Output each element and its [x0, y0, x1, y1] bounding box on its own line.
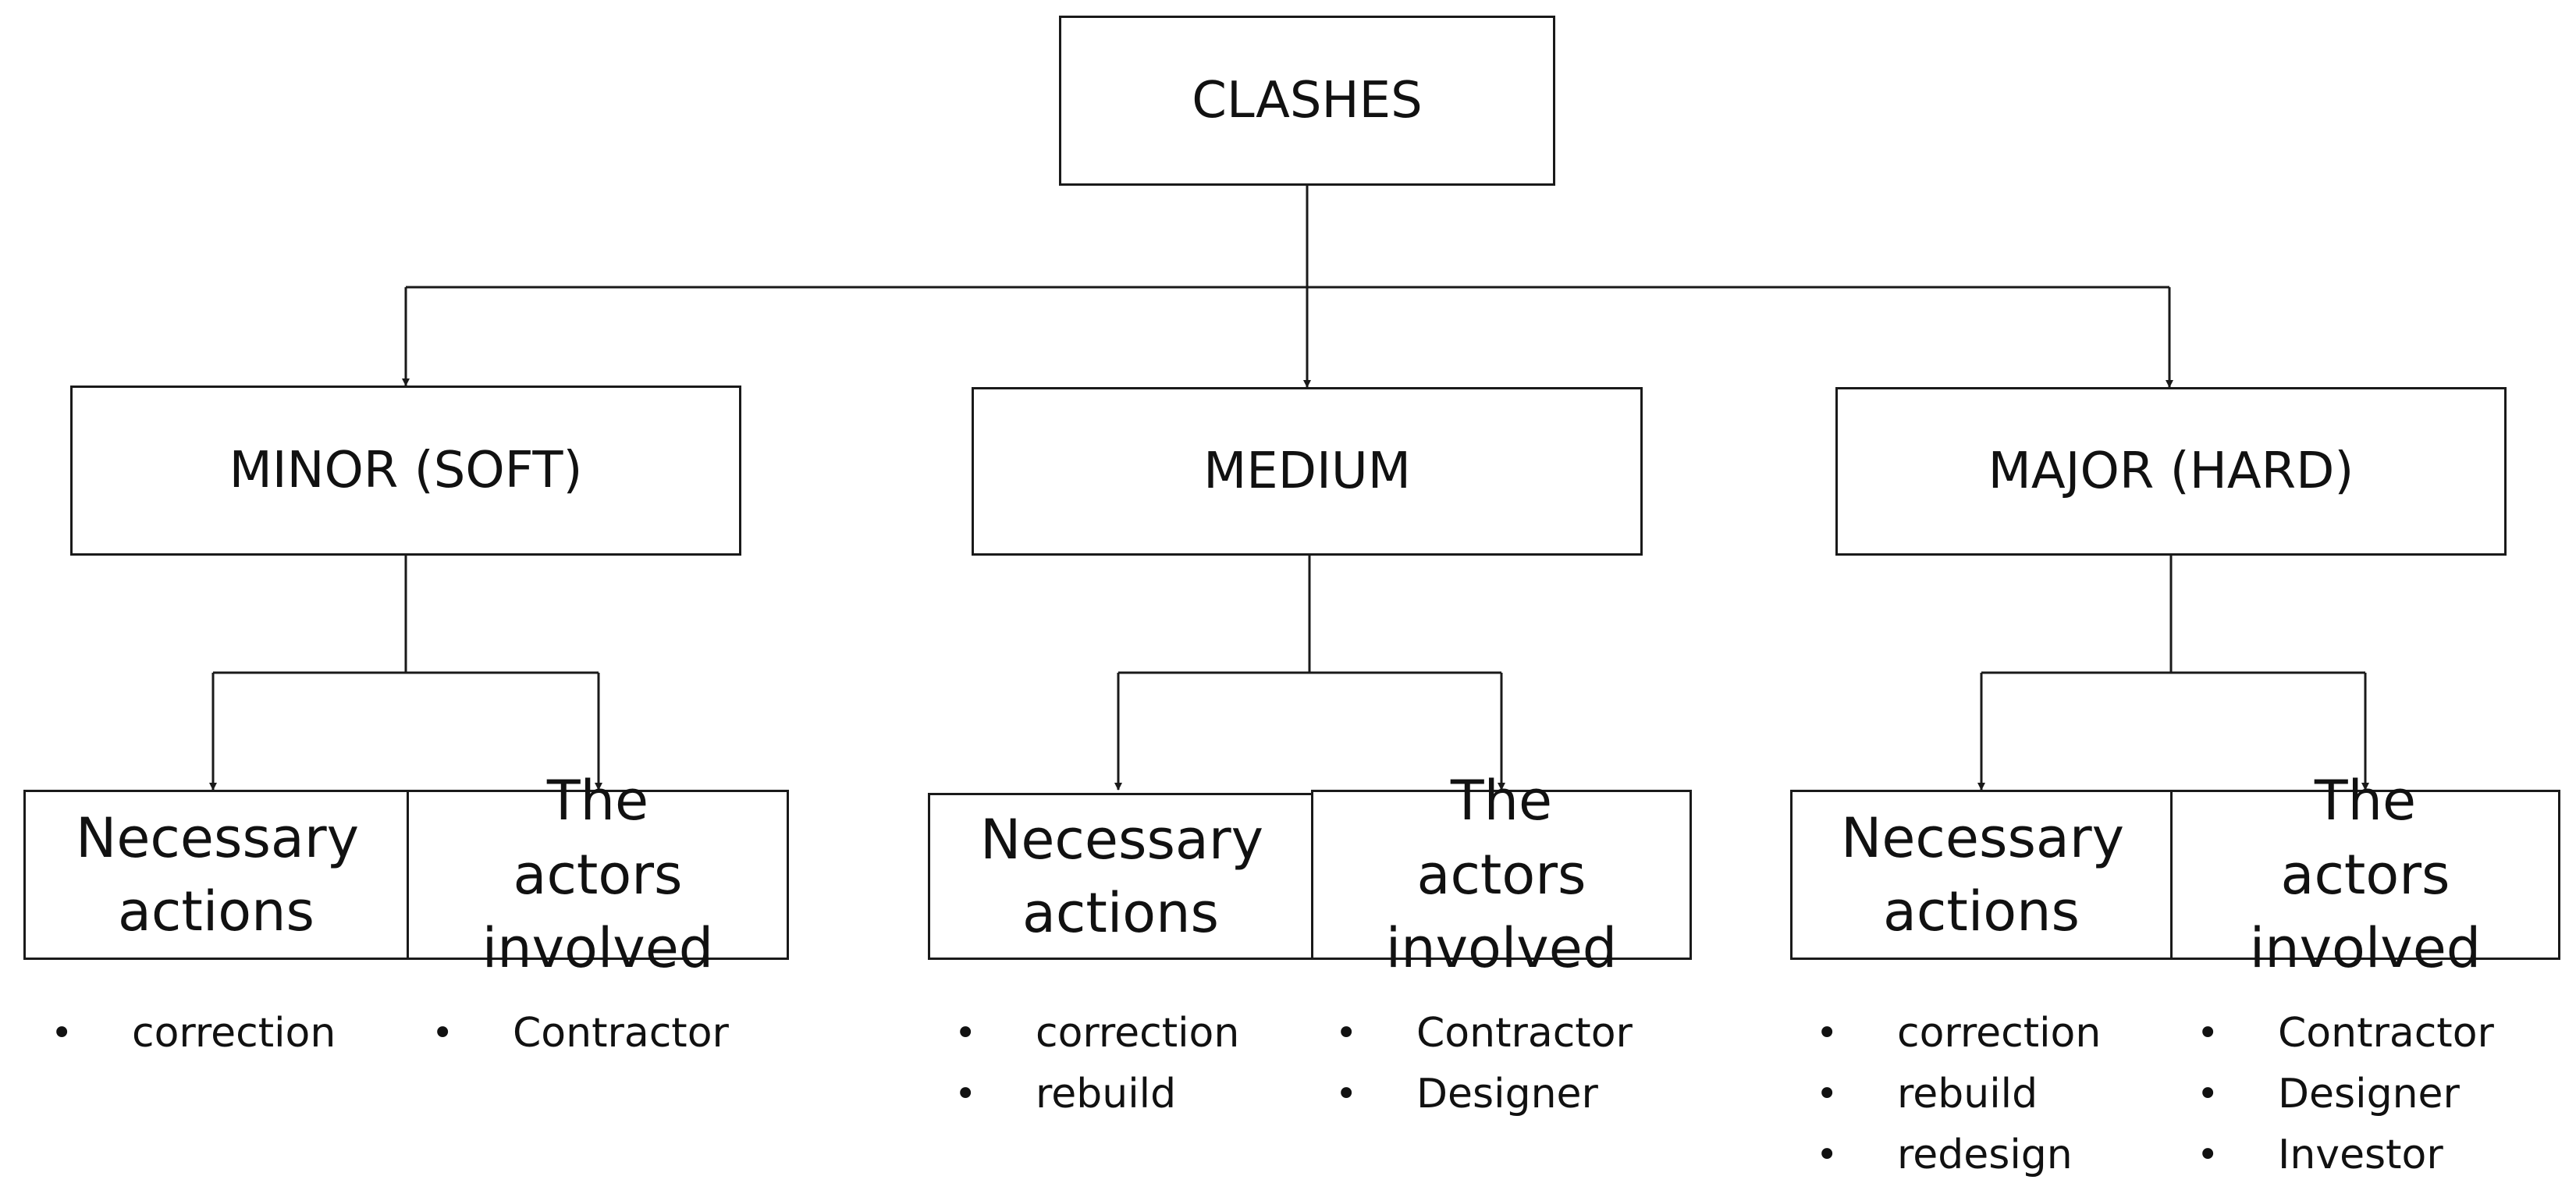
necessary-actions-header: Necessary actions	[980, 807, 1264, 946]
bullet-icon: •	[432, 1011, 454, 1055]
actors-list-minor: •Contractor	[432, 1003, 729, 1064]
bullet-icon: •	[1816, 1072, 1839, 1116]
list-item: •rebuild	[954, 1064, 1239, 1125]
category-label: MEDIUM	[1203, 442, 1411, 500]
actors-header: The actors involved	[1385, 769, 1618, 981]
category-node-minor: MINOR (SOFT)	[70, 386, 741, 556]
actors-list-medium: •Contractor •Designer	[1335, 1003, 1633, 1125]
necessary-actions-box-minor: Necessary actions	[23, 790, 409, 960]
category-label: MAJOR (HARD)	[1988, 442, 2354, 500]
list-item: •correction	[1816, 1003, 2101, 1064]
bullet-icon: •	[51, 1011, 73, 1055]
category-node-medium: MEDIUM	[972, 387, 1643, 556]
category-label: MINOR (SOFT)	[229, 442, 583, 499]
actors-list-major: •Contractor •Designer •Investor	[2197, 1003, 2494, 1185]
actors-box-medium: The actors involved	[1311, 769, 1692, 980]
actors-box-minor: The actors involved	[407, 769, 789, 980]
necessary-actions-box-major: Necessary actions	[1790, 790, 2173, 960]
necessary-actions-list-minor: •correction	[51, 1003, 336, 1064]
bullet-icon: •	[1335, 1011, 1358, 1055]
necessary-actions-list-major: •correction •rebuild •redesign	[1816, 1003, 2101, 1185]
bullet-icon: •	[954, 1072, 977, 1116]
list-item: •Contractor	[2197, 1003, 2494, 1064]
list-item: •correction	[954, 1003, 1239, 1064]
bullet-icon: •	[1816, 1133, 1839, 1177]
root-node-clashes: CLASHES	[1059, 16, 1555, 186]
bullet-icon: •	[954, 1011, 977, 1055]
actors-header: The actors involved	[481, 769, 714, 981]
bullet-icon: •	[2197, 1072, 2219, 1116]
list-item: •Designer	[1335, 1064, 1633, 1125]
list-item: •Investor	[2197, 1125, 2494, 1185]
necessary-actions-box-medium: Necessary actions	[928, 793, 1313, 960]
actors-box-major: The actors involved	[2170, 769, 2560, 980]
necessary-actions-header: Necessary actions	[1841, 805, 2125, 944]
necessary-actions-header: Necessary actions	[76, 805, 360, 944]
list-item: •redesign	[1816, 1125, 2101, 1185]
bullet-icon: •	[2197, 1133, 2219, 1177]
necessary-actions-list-medium: •correction •rebuild	[954, 1003, 1239, 1125]
root-label: CLASHES	[1192, 72, 1423, 130]
list-item: •rebuild	[1816, 1064, 2101, 1125]
bullet-icon: •	[2197, 1011, 2219, 1055]
bullet-icon: •	[1816, 1011, 1839, 1055]
list-item: •Contractor	[1335, 1003, 1633, 1064]
actors-header: The actors involved	[2249, 769, 2482, 981]
category-node-major: MAJOR (HARD)	[1835, 387, 2507, 556]
bullet-icon: •	[1335, 1072, 1358, 1116]
list-item: •Contractor	[432, 1003, 729, 1064]
list-item: •Designer	[2197, 1064, 2494, 1125]
list-item: •correction	[51, 1003, 336, 1064]
